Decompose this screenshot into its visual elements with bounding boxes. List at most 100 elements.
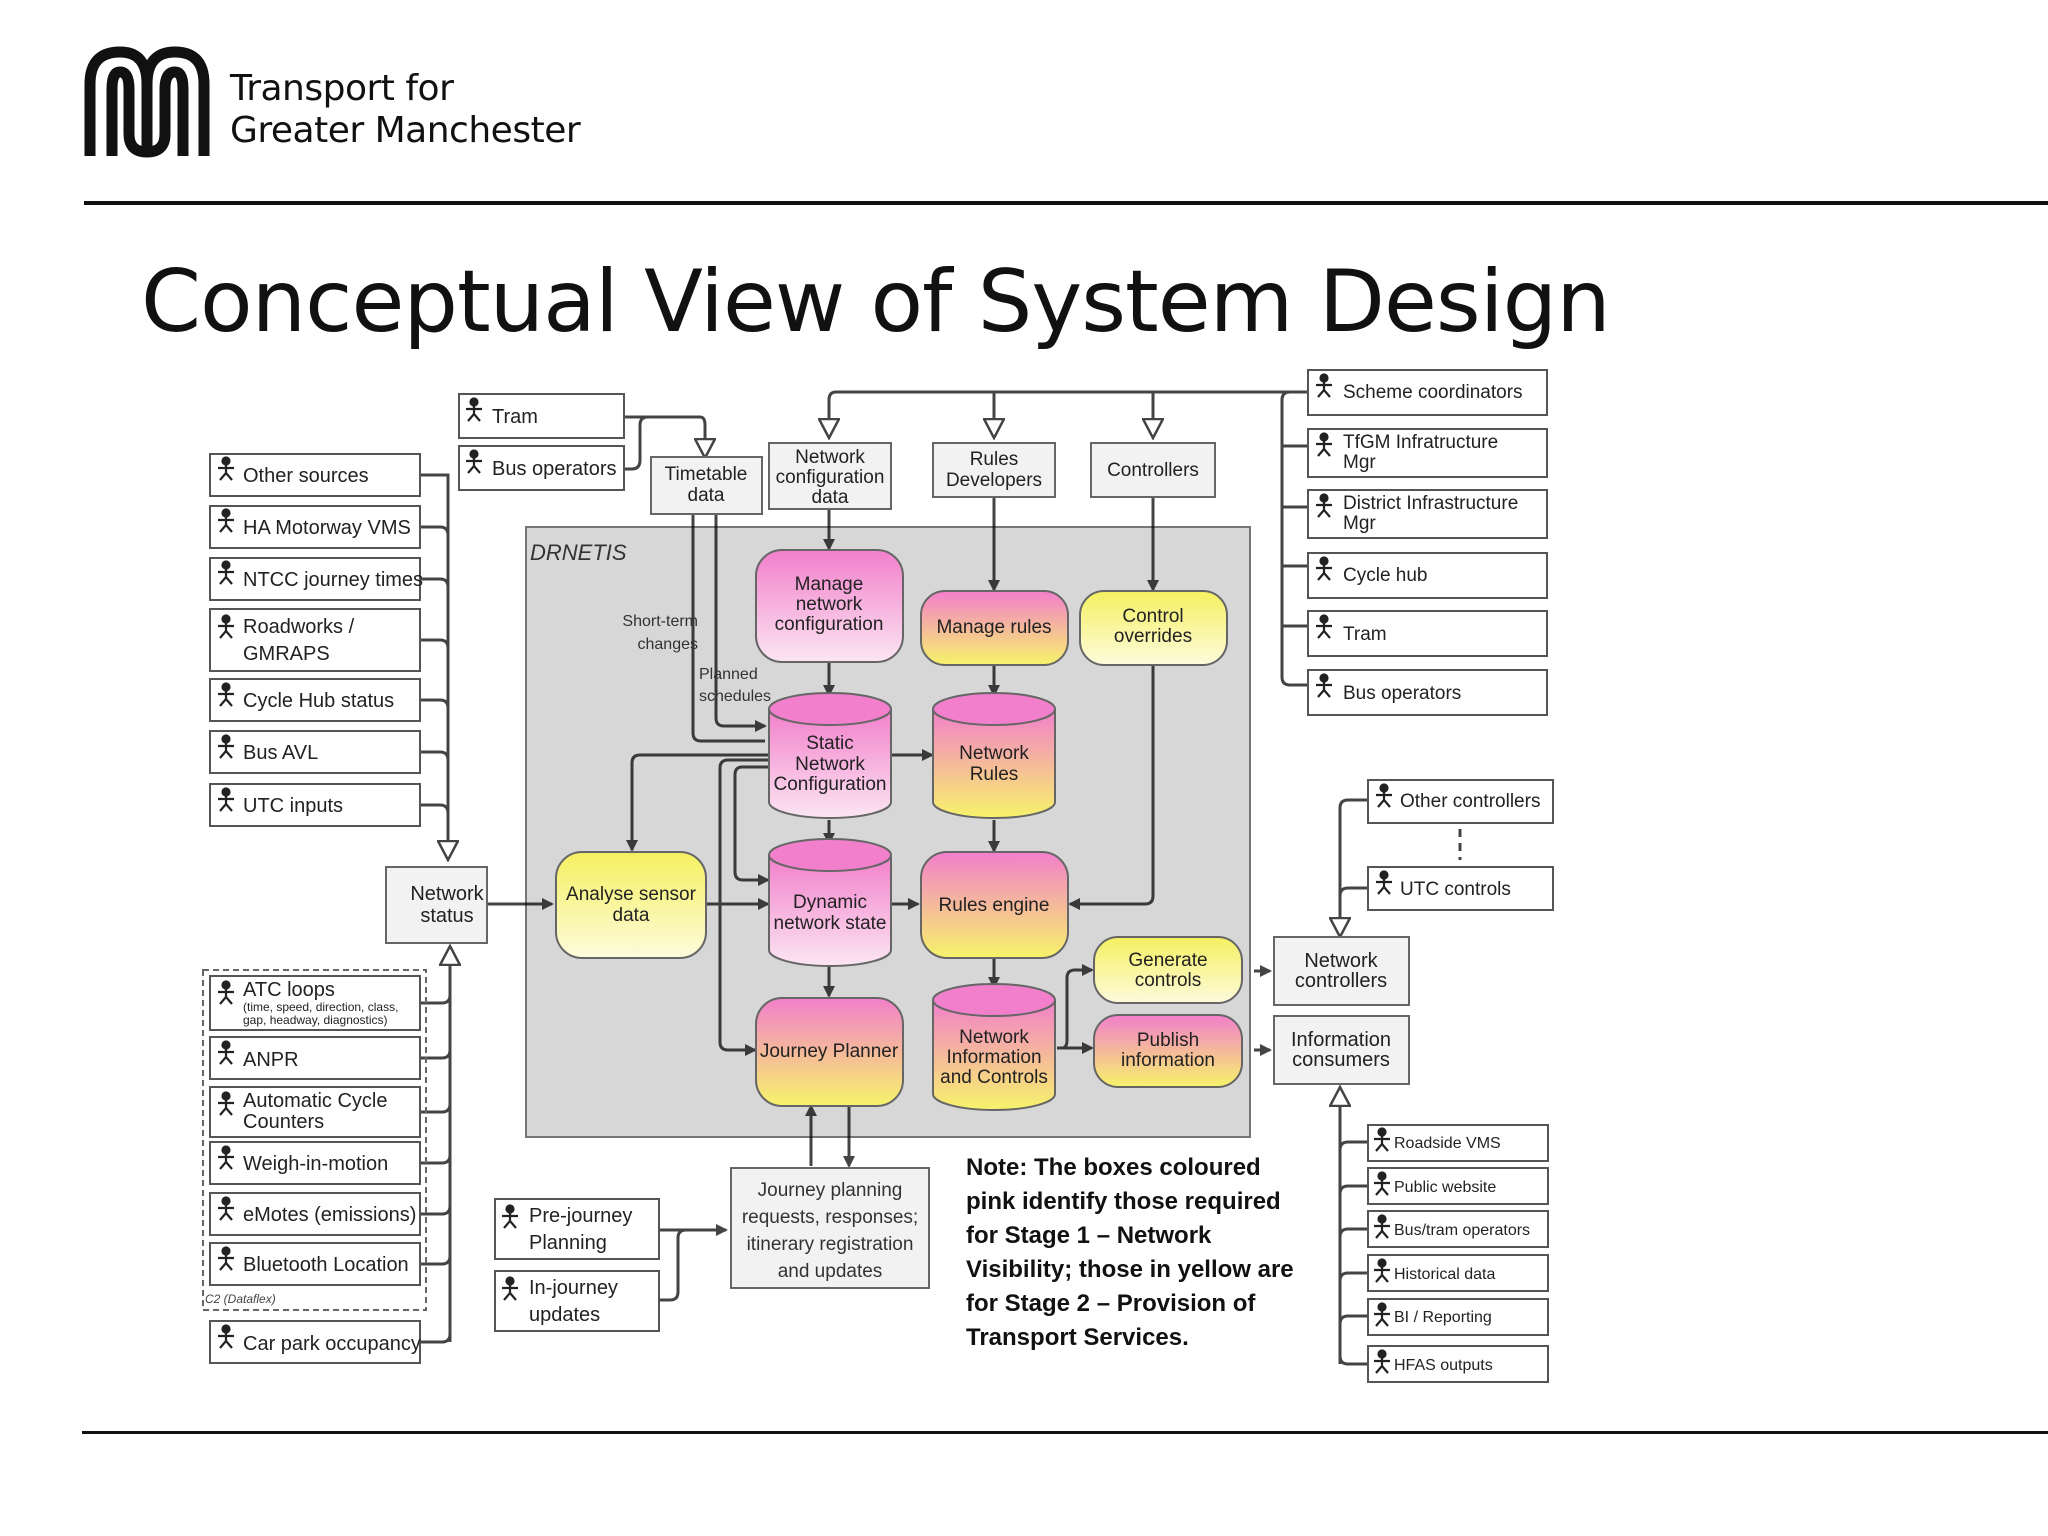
actor-person-icon xyxy=(218,1145,234,1170)
actor-person-icon xyxy=(218,787,234,812)
note-line-2: pink identify those required xyxy=(966,1188,1281,1215)
node-label-1: Analyse sensor xyxy=(566,884,697,905)
store-label-2: Information xyxy=(946,1047,1041,1068)
consumer-label: BI / Reporting xyxy=(1394,1309,1492,1326)
planned-label-2: schedules xyxy=(699,688,771,705)
actor-label: Bus operators xyxy=(492,458,617,480)
static-network-configuration-store: Static Network Configuration xyxy=(768,692,892,819)
actor-label: In-journey xyxy=(529,1277,618,1299)
actor-person-icon xyxy=(218,560,234,585)
note-line-1: Note: The boxes coloured xyxy=(966,1154,1261,1181)
actor-person-icon xyxy=(218,1246,234,1271)
netconf-label-3: data xyxy=(812,487,849,508)
actor-label: Automatic Cycle xyxy=(243,1090,388,1112)
manage-rules-node: Manage rules xyxy=(920,590,1069,666)
node-label: Rules engine xyxy=(939,895,1050,916)
actor-person-icon xyxy=(1374,1214,1390,1239)
actor-label: TfGM Infratructure xyxy=(1343,432,1498,453)
actor-person-icon xyxy=(218,456,234,481)
short-term-label-2: changes xyxy=(638,636,699,653)
actor-bus-avl: Bus AVL xyxy=(209,730,421,774)
actor-utc-controls: UTC controls xyxy=(1367,866,1554,911)
actor-label: Tram xyxy=(492,406,538,428)
actor-person-icon xyxy=(1376,870,1392,895)
box-label-1: Network xyxy=(1304,950,1378,972)
journey-planning-box: Journey planning requests, responses; it… xyxy=(730,1167,930,1289)
rules-engine-node: Rules engine xyxy=(920,851,1069,959)
actor-person-icon xyxy=(218,734,234,759)
note-line-3: for Stage 1 – Network xyxy=(966,1222,1212,1249)
actor-label: Cycle hub xyxy=(1343,565,1428,586)
actor-label: District Infrastructure xyxy=(1343,493,1518,514)
actor-label: Weigh-in-motion xyxy=(243,1153,388,1175)
consumer-public-website: Public website xyxy=(1367,1167,1549,1205)
consumer-label: Roadside VMS xyxy=(1394,1135,1501,1152)
publish-information-node: Publish information xyxy=(1093,1014,1243,1088)
consumer-label: Public website xyxy=(1394,1179,1496,1196)
controllers-label: Controllers xyxy=(1107,460,1199,481)
actor-in-journey-updates: In-journey updates xyxy=(494,1270,660,1332)
netconf-label-1: Network xyxy=(795,447,865,468)
actor-tram-top: Tram xyxy=(458,393,625,439)
actor-sublabel-1: (time, speed, direction, class, xyxy=(243,1000,398,1014)
timetable-label-1: Timetable xyxy=(665,464,748,485)
control-overrides-node: Control overrides xyxy=(1079,590,1228,666)
actor-label: ANPR xyxy=(243,1049,299,1071)
actor-other-sources: Other sources xyxy=(209,453,421,497)
store-label-1: Static xyxy=(806,733,854,754)
actor-label-2: Mgr xyxy=(1343,452,1376,473)
actor-person-icon xyxy=(218,1324,234,1349)
store-label-1: Network xyxy=(959,1027,1029,1048)
network-status-label-1: Network xyxy=(410,883,484,905)
network-status-label-2: status xyxy=(420,905,473,927)
actor-scheme-coordinators: Scheme coordinators xyxy=(1307,369,1548,416)
node-label-2: overrides xyxy=(1114,626,1192,647)
box-label-2: controllers xyxy=(1295,970,1387,992)
timetable-label-2: data xyxy=(688,485,725,506)
journey-box-line-3: itinerary registration xyxy=(747,1234,914,1255)
actor-other-controllers: Other controllers xyxy=(1367,779,1554,824)
actor-label-2: Planning xyxy=(529,1232,607,1254)
actor-bluetooth-location: Bluetooth Location xyxy=(209,1242,421,1286)
consumer-label: Historical data xyxy=(1394,1266,1495,1283)
box-label-2: consumers xyxy=(1292,1049,1390,1071)
actor-person-icon xyxy=(502,1276,518,1301)
generate-controls-node: Generate controls xyxy=(1093,936,1243,1004)
actor-person-icon xyxy=(218,980,234,1005)
rules-dev-label-1: Rules xyxy=(970,449,1019,470)
actor-label: ATC loops xyxy=(243,979,335,1001)
page-title: Conceptual View of System Design xyxy=(141,252,1611,352)
actor-label: NTCC journey times xyxy=(243,569,423,591)
actor-label: HA Motorway VMS xyxy=(243,517,411,539)
note-line-6: Transport Services. xyxy=(966,1324,1189,1351)
actor-person-icon xyxy=(218,508,234,533)
consumer-bus-tram-operators: Bus/tram operators xyxy=(1367,1210,1549,1248)
actor-tfgm-infrastructure-mgr: TfGM Infratructure Mgr xyxy=(1307,428,1548,478)
footer-rule xyxy=(82,1431,2048,1434)
actor-district-infrastructure-mgr: District Infrastructure Mgr xyxy=(1307,489,1548,539)
node-label-1: Manage xyxy=(795,574,864,595)
actor-automatic-cycle-counters: Automatic Cycle Counters xyxy=(209,1086,421,1138)
actor-tram-right: Tram xyxy=(1307,610,1548,657)
actor-label: Other controllers xyxy=(1400,791,1540,812)
note-line-4: Visibility; those in yellow are xyxy=(966,1256,1294,1283)
actor-label: Other sources xyxy=(243,465,369,487)
network-status-box: Network status xyxy=(385,866,488,944)
header-rule xyxy=(84,201,2048,205)
actor-person-icon xyxy=(466,397,482,422)
controllers-box: Controllers xyxy=(1090,442,1216,498)
actor-label: Scheme coordinators xyxy=(1343,382,1523,403)
actor-cycle-hub: Cycle hub xyxy=(1307,552,1548,599)
tfgm-logo-icon xyxy=(84,46,210,158)
actor-person-icon xyxy=(218,614,234,639)
actor-label: UTC inputs xyxy=(243,795,343,817)
note-line-5: for Stage 2 – Provision of xyxy=(966,1290,1256,1317)
node-label-1: Generate xyxy=(1128,950,1207,971)
actor-label: Cycle Hub status xyxy=(243,690,394,712)
consumer-hfas-outputs: HFAS outputs xyxy=(1367,1345,1549,1383)
actor-person-icon xyxy=(1374,1127,1390,1152)
actor-label: Bus AVL xyxy=(243,742,318,764)
actor-person-icon xyxy=(1374,1171,1390,1196)
actor-label: Roadworks / xyxy=(243,616,355,638)
timetable-data-box: Timetable data xyxy=(650,456,763,515)
